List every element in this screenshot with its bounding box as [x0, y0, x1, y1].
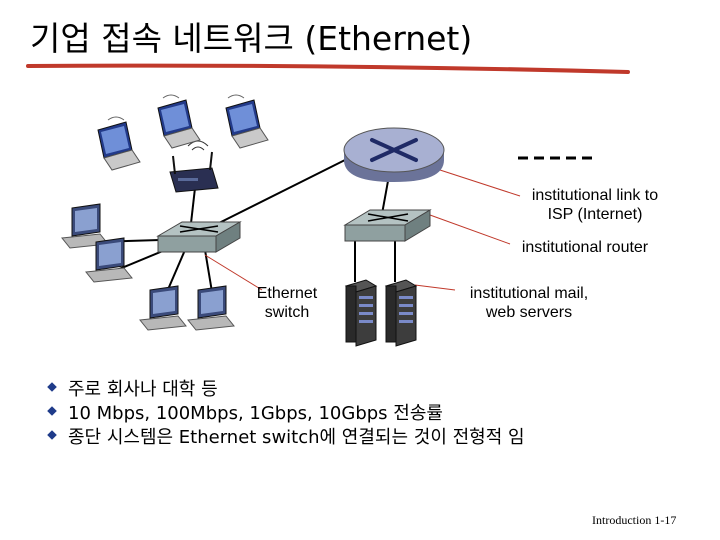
label-ethernet-switch-line2: switch	[244, 303, 330, 322]
wireless-access-point-icon	[170, 141, 218, 192]
label-institutional-link-line1: institutional link to	[510, 186, 680, 205]
laptop-icon-3	[226, 95, 268, 148]
slide-footer: Introduction 1-17	[592, 513, 676, 528]
bullet-item: 주로 회사나 대학 등	[48, 378, 688, 402]
mail-server-icon	[346, 280, 376, 346]
label-ethernet-switch-line1: Ethernet	[244, 284, 330, 303]
label-institutional-router: institutional router	[500, 238, 670, 257]
label-servers-line2: web servers	[444, 303, 614, 322]
label-servers: institutional mail, web servers	[444, 284, 614, 322]
bullet-item: 10 Mbps, 100Mbps, 1Gbps, 10Gbps 전송률	[48, 402, 688, 426]
bullet-item: 종단 시스템은 Ethernet switch에 연결되는 것이 전형적 임	[48, 426, 688, 450]
desktop-computer-icon-3	[140, 286, 186, 330]
desktop-computer-icon-4	[188, 286, 234, 330]
label-servers-line1: institutional mail,	[444, 284, 614, 303]
web-server-icon	[386, 280, 416, 346]
laptop-icon-1	[98, 117, 140, 170]
bullet-marker-icon	[47, 430, 57, 440]
laptop-icon-2	[158, 95, 200, 148]
label-ethernet-switch: Ethernet switch	[244, 284, 330, 322]
ethernet-switch-icon	[158, 222, 240, 252]
label-institutional-link: institutional link to ISP (Internet)	[510, 186, 680, 224]
bullet-marker-icon	[47, 406, 57, 416]
bullet-text: 종단 시스템은 Ethernet switch에 연결되는 것이 전형적 임	[68, 427, 525, 448]
title-underline	[28, 66, 628, 72]
bullet-text: 10 Mbps, 100Mbps, 1Gbps, 10Gbps 전송률	[68, 403, 443, 424]
institutional-router-icon	[344, 128, 444, 182]
institutional-switch-icon	[345, 210, 430, 241]
bullet-text: 주로 회사나 대학 등	[68, 379, 218, 400]
bullet-list: 주로 회사나 대학 등 10 Mbps, 100Mbps, 1Gbps, 10G…	[48, 378, 688, 450]
bullet-marker-icon	[47, 382, 57, 392]
label-institutional-link-line2: ISP (Internet)	[510, 205, 680, 224]
